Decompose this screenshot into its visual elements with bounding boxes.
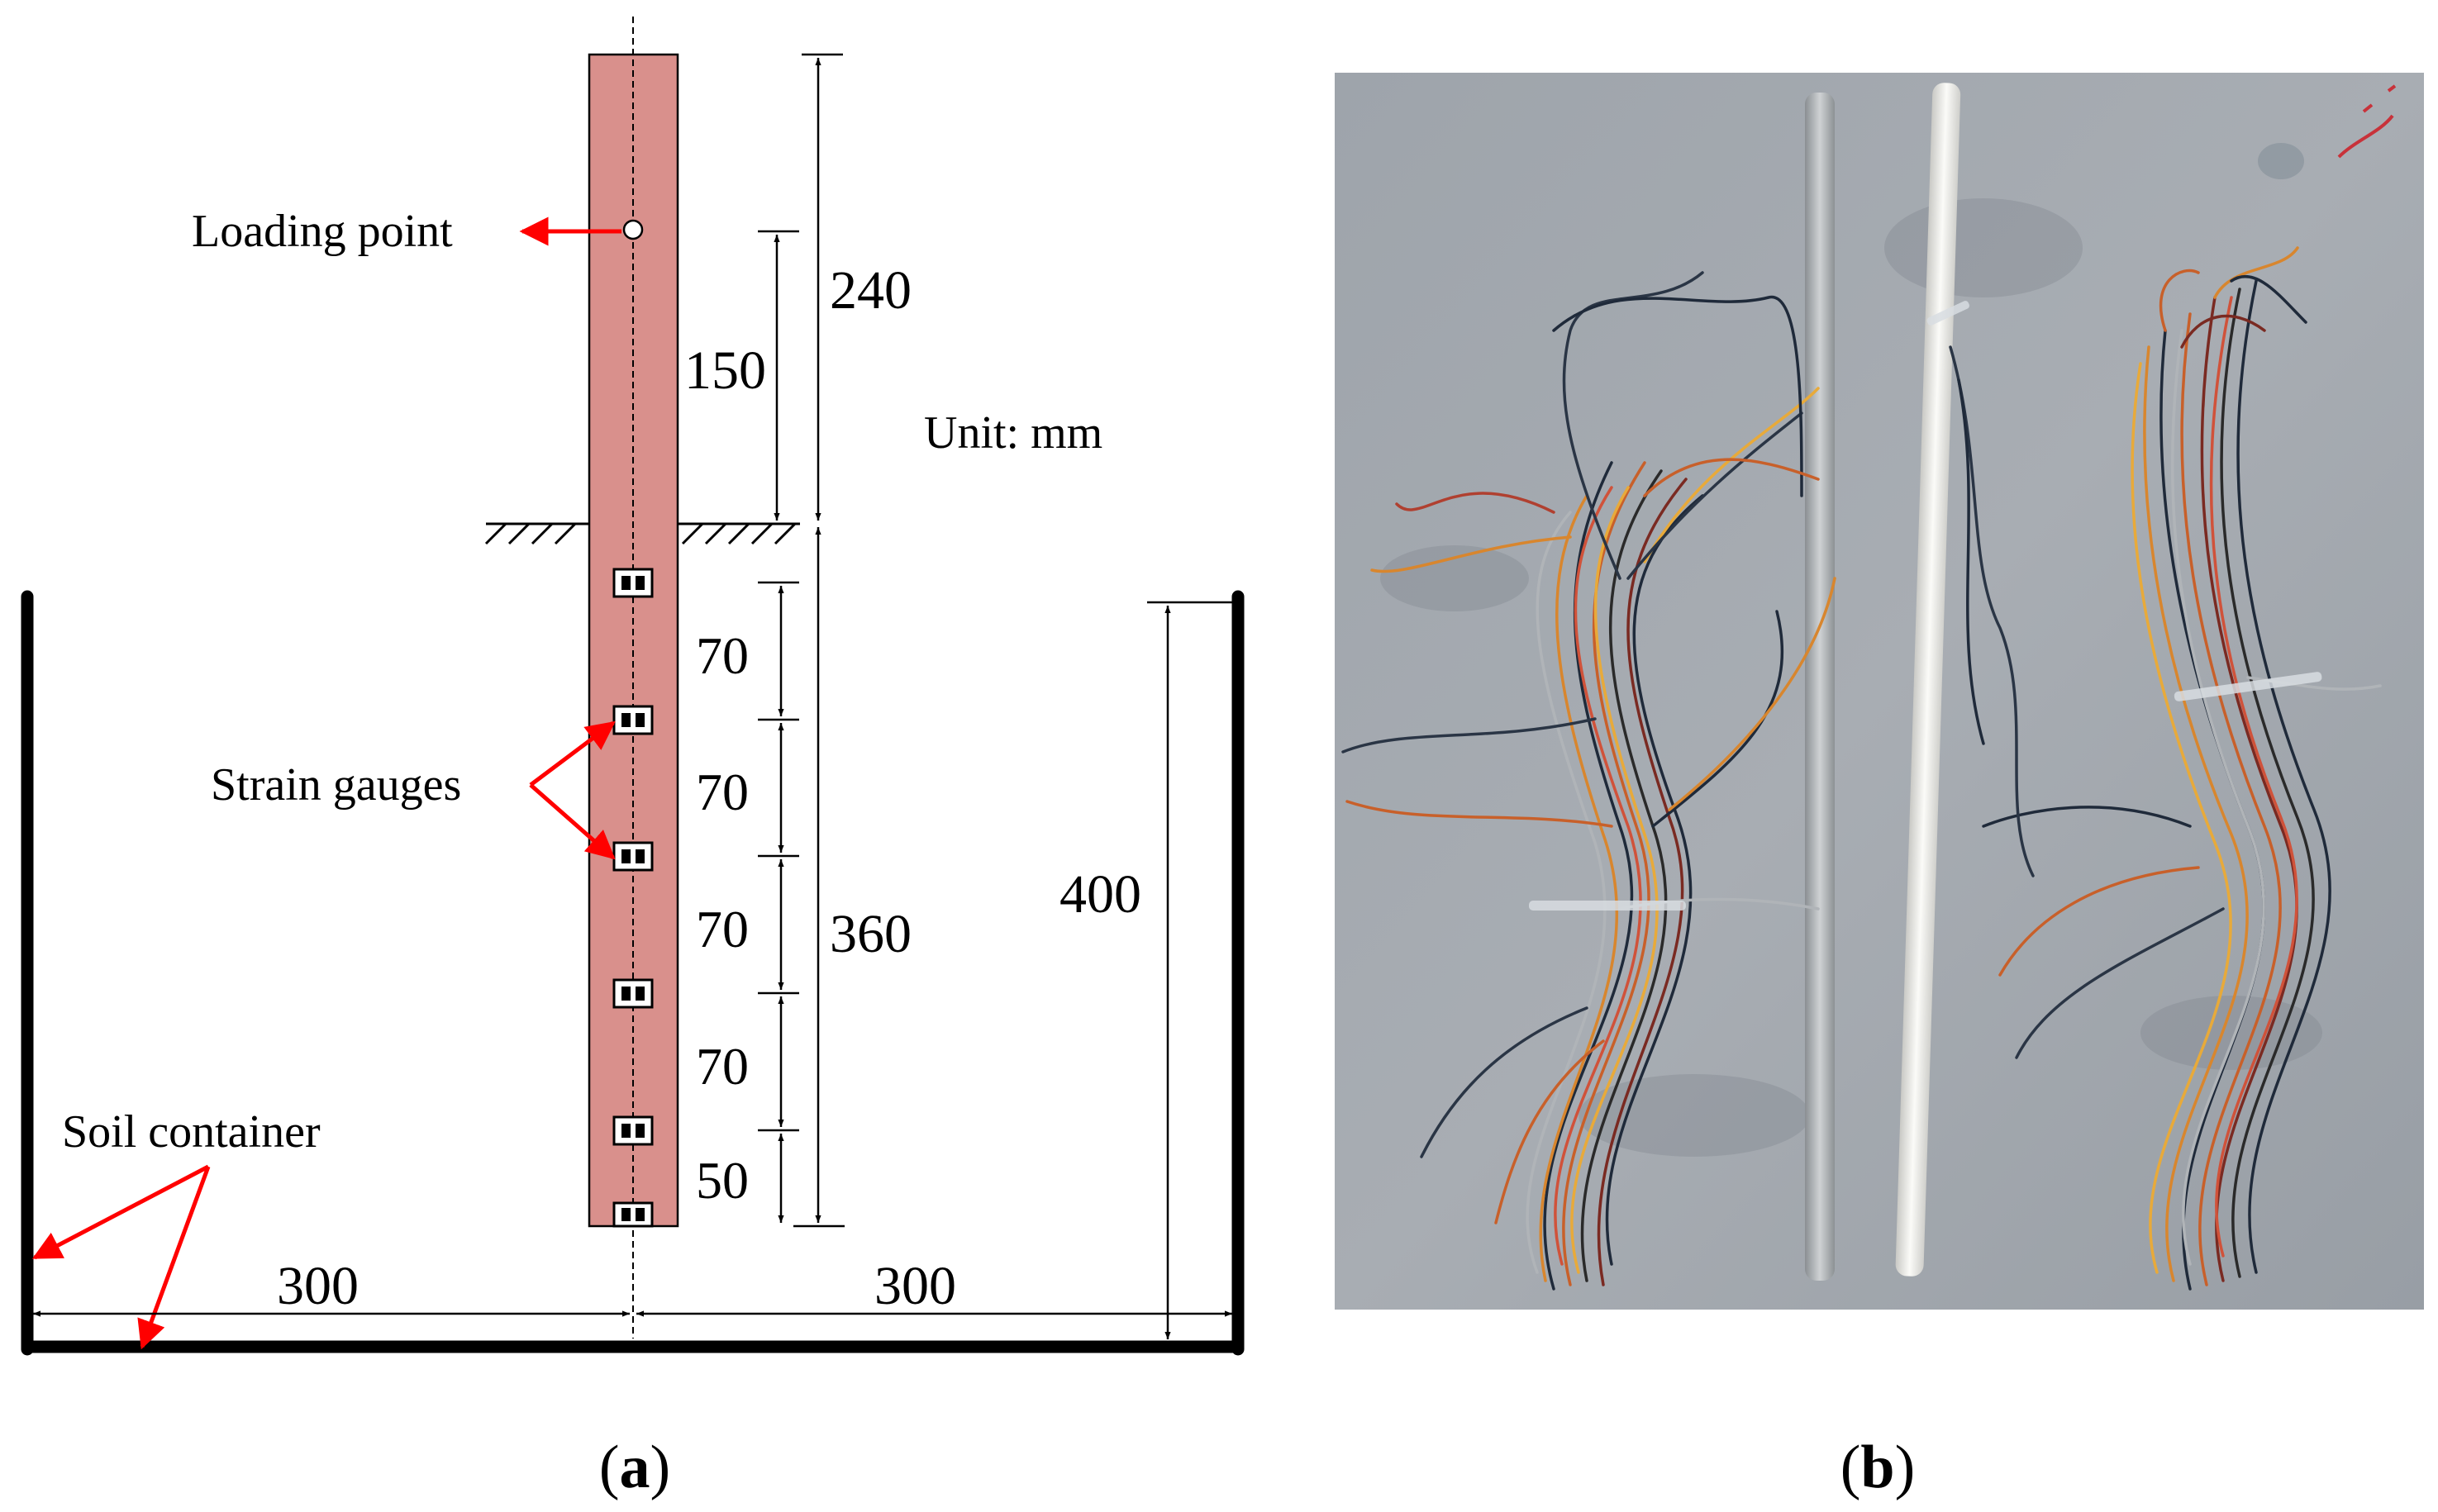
caption-b: (b): [1840, 1434, 1915, 1501]
soil-container-label: Soil container: [62, 1106, 321, 1158]
white-pile-photo: [1895, 83, 1961, 1277]
wire-bundle-left: [1341, 271, 1836, 1291]
photo-background: [1335, 73, 2424, 1310]
dimension-360-label: 360: [830, 904, 912, 964]
soil-container: [21, 590, 1245, 1356]
strain-gauge: [612, 841, 654, 872]
spacing-label-4: 70: [696, 1037, 749, 1096]
ground-surface: [484, 522, 800, 545]
loading-point-marker: [622, 219, 644, 240]
strain-gauge: [612, 1201, 654, 1228]
strain-gauge: [612, 705, 654, 735]
strain-gauge: [612, 978, 654, 1009]
annotation-arrows: [31, 216, 621, 1350]
dimension-300-left-label: 300: [277, 1256, 359, 1316]
wire-bundle-right: [1949, 246, 2382, 1291]
dimension-150-label: 150: [684, 340, 766, 401]
soil-container-arrow-wall: [31, 1164, 210, 1260]
cable-ties: [1529, 301, 2322, 911]
dimension-lines: [33, 53, 1238, 1339]
aluminium-pile-photo: [1805, 93, 1835, 1281]
spacing-label-3: 70: [696, 900, 749, 958]
schematic-panel: Loading point Strain gauges Soil contain…: [21, 17, 1245, 1501]
soil-container-arrow-base: [137, 1166, 211, 1350]
strain-gauge: [612, 1115, 654, 1146]
dimension-240-label: 240: [830, 260, 912, 321]
dimension-300-right-label: 300: [874, 1256, 956, 1316]
spacing-label-1: 70: [696, 626, 749, 685]
strain-gauges-label: Strain gauges: [211, 759, 461, 811]
red-marker-scribble: [2337, 84, 2397, 159]
caption-a: (a): [599, 1434, 670, 1501]
strain-gauges: [612, 568, 654, 1228]
strain-gauge-arrow-upper: [529, 720, 616, 787]
loading-point-label: Loading point: [192, 206, 453, 257]
unit-label: Unit: mm: [924, 407, 1102, 459]
spacing-label-5: 50: [696, 1151, 749, 1210]
strain-gauge-arrow-lower: [529, 783, 616, 860]
test-piles-photo: [1805, 83, 1961, 1281]
spacing-label-2: 70: [696, 763, 749, 821]
photo-panel: [1335, 73, 2424, 1310]
dimension-400-label: 400: [1059, 864, 1141, 925]
strain-gauge: [612, 568, 654, 598]
